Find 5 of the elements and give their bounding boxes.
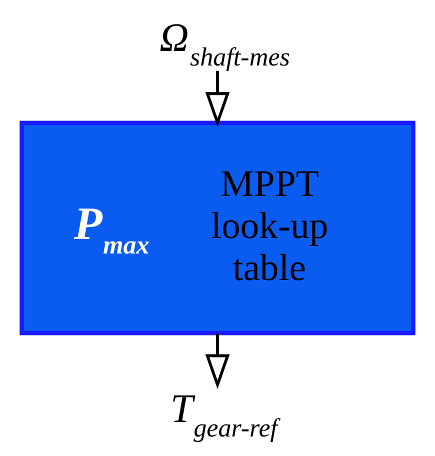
node-box: P$_{max}$ MPPT look-up table	[20, 120, 416, 336]
arrow	[205, 70, 230, 127]
arrow	[205, 334, 230, 390]
node-text: T$_{gear-ref}$	[170, 386, 278, 443]
node-text: Ω$_{shaft-mes}$	[160, 15, 290, 72]
